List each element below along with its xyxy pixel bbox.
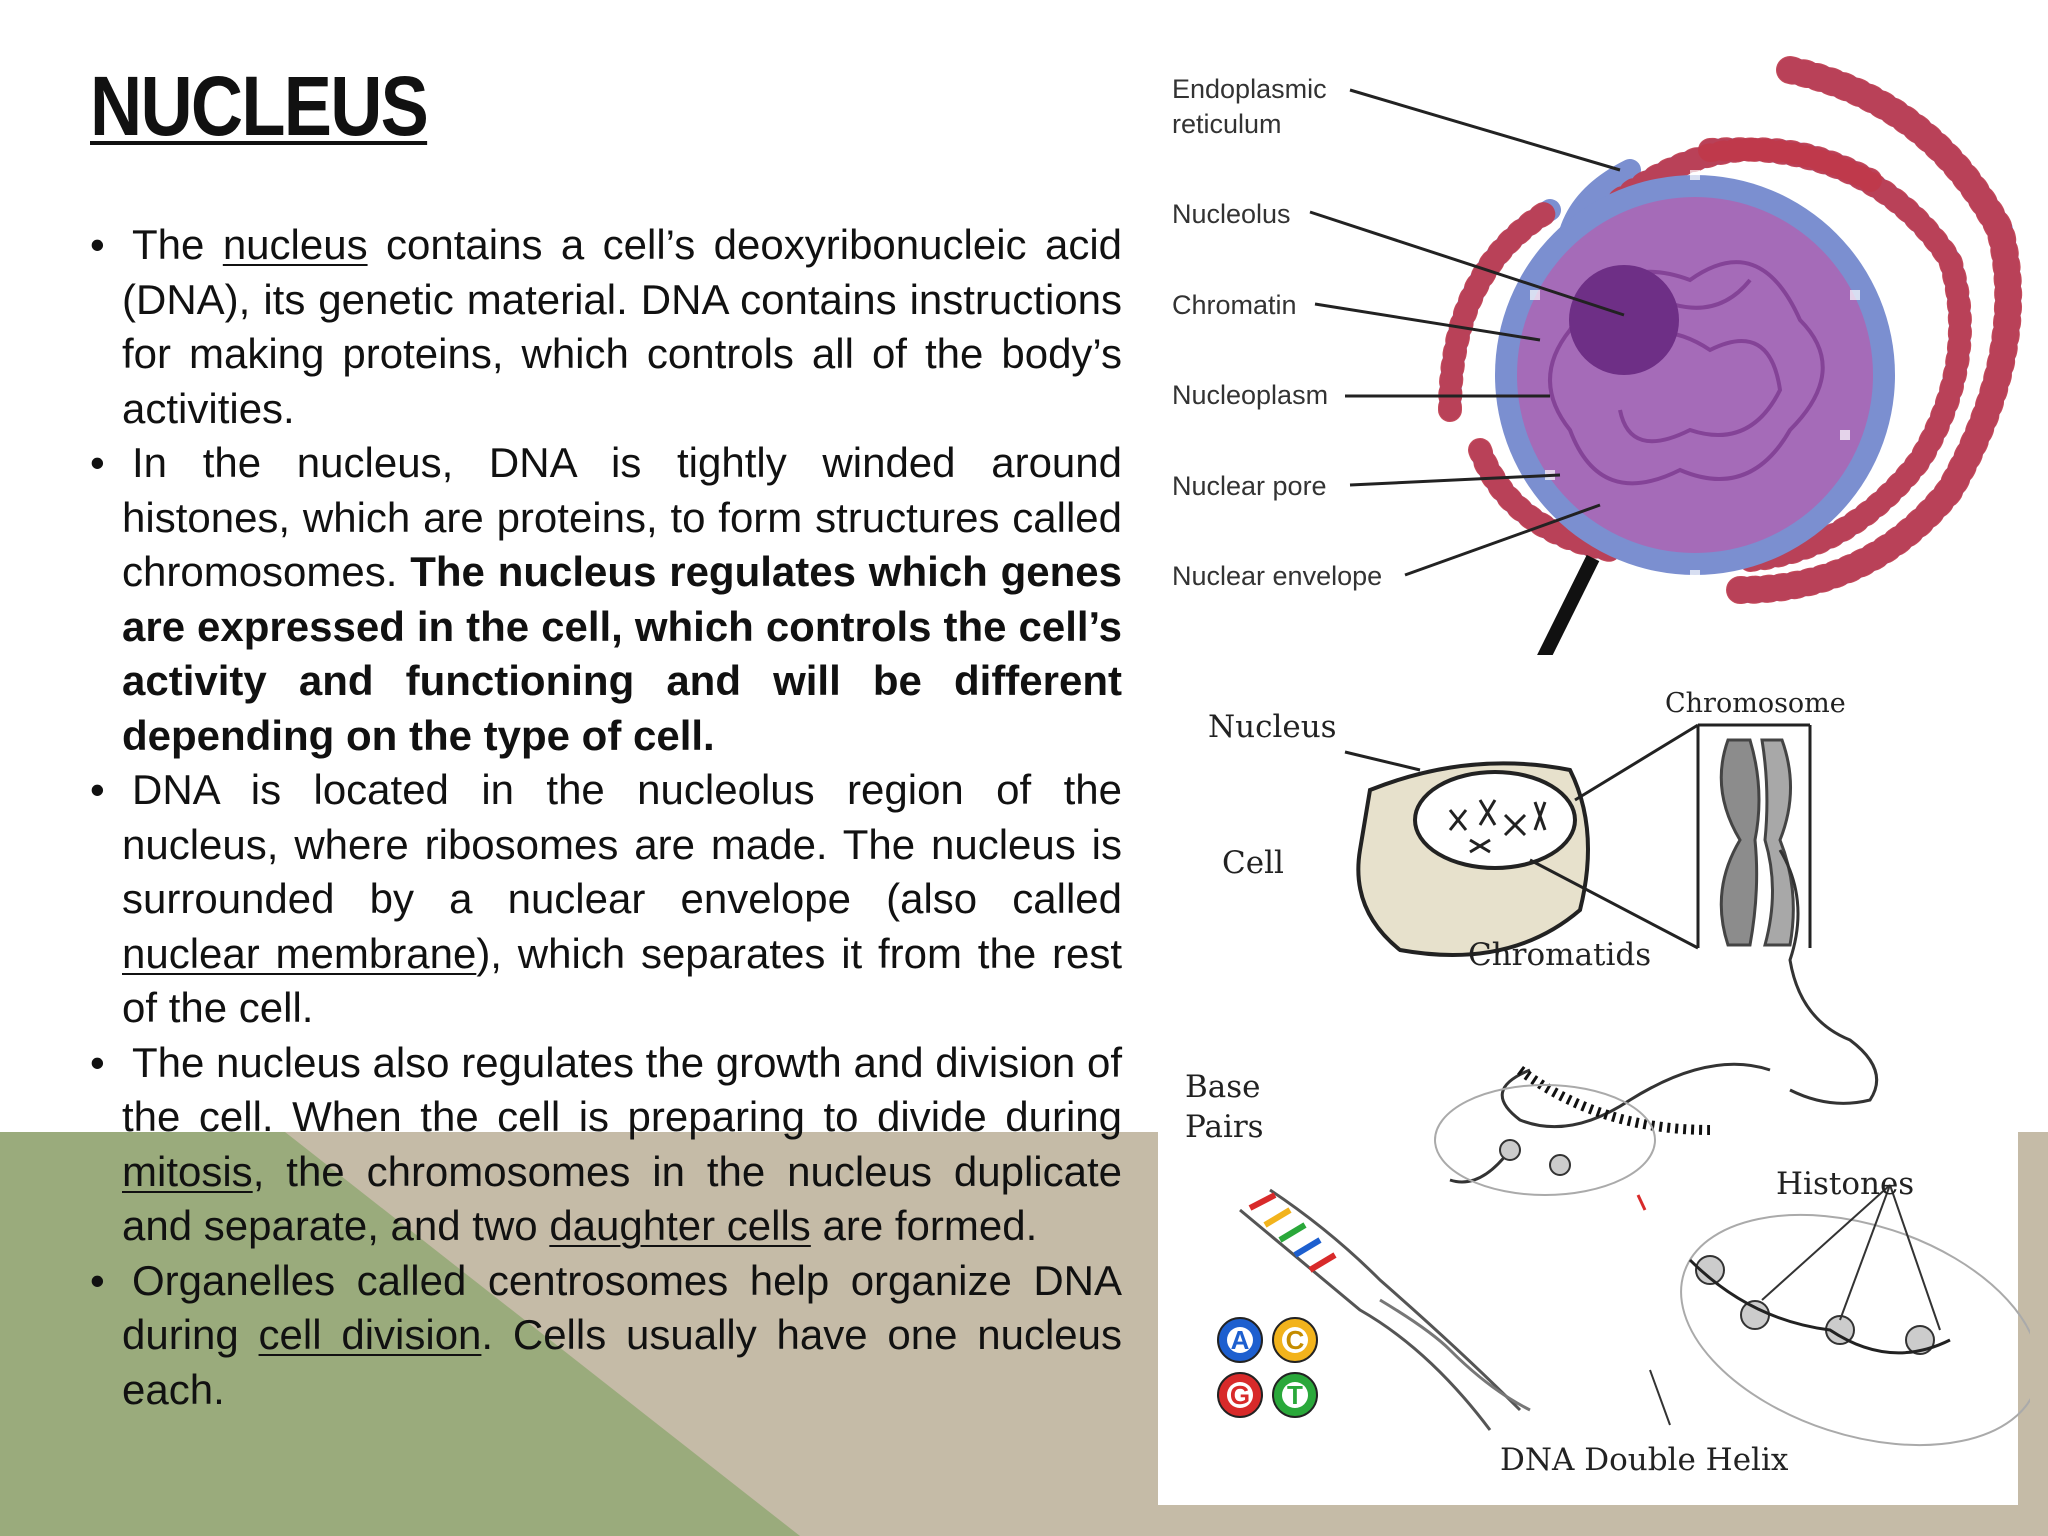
chromosome-shape [1719,738,1795,947]
label-nucleolus: Nucleolus [1172,199,1291,229]
label-histones: Histones [1776,1166,1914,1202]
nucleus-figure: Endoplasmic reticulum Nucleolus Chromati… [1158,56,2030,1505]
chromosome-diagram [1239,723,2030,1447]
diagram-leader-lines [1309,88,1625,577]
base-t-label: T [1287,1380,1303,1410]
solenoid-shape [1517,1065,1711,1135]
link-term-mitosis[interactable]: mitosis [122,1147,253,1195]
bullet-item: Organelles called centrosomes help organ… [90,1254,1122,1418]
bullet-item: The nucleus contains a cell’s deoxyribon… [90,218,1122,436]
endoplasmic-reticulum-shape [1438,56,2023,604]
label-chromosome: Chromosome [1665,688,1846,719]
bullet-item: The nucleus also regulates the growth an… [90,1036,1122,1254]
bullet-text: ), which separates it from the rest of t… [122,929,1122,1032]
bullet-item: DNA is located in the nucleolus region o… [90,763,1122,1036]
base-a-label: A [1231,1325,1250,1355]
histone-beads [1499,1139,1935,1355]
bullet-text: DNA is located in the nucleolus region o… [122,766,1122,922]
bullet-item: In the nucleus, DNA is tightly winded ar… [90,436,1122,763]
cell-nucleus-shape [1413,770,1577,870]
bullet-text: contains a cell’s deoxyribonucleic acid … [122,221,1123,432]
nucleosome-zone [1434,1084,1656,1196]
label-er-line1: Endoplasmic [1172,74,1327,104]
nucleus-diagram [1438,56,2023,604]
base-g-label: G [1230,1380,1250,1410]
slide-title: NUCLEUS [90,59,429,153]
label-nucleoplasm: Nucleoplasm [1172,380,1328,410]
link-term-nucleus[interactable]: nucleus [222,221,368,268]
bullet-text: . Cells usually have one nucleus each. [122,1311,1122,1413]
bullet-text: Organelles called centrosomes help organ… [122,1256,1122,1359]
bullet-bold-text: The nucleus regulates which genes are ex… [122,548,1122,759]
nucleoplasm-shape [1517,197,1873,553]
label-base-pairs-line2: Pairs [1185,1109,1264,1145]
histone-zoom-zone [1680,1213,2030,1447]
bullet-list: The nucleus contains a cell’s deoxyribon… [90,218,1122,1417]
label-chromatids: Chromatids [1468,937,1651,973]
dna-helix-shape [1239,1188,1531,1431]
bullet-text: , the chromosomes in the nucleus duplica… [122,1147,1122,1250]
link-term-nuclear-membrane[interactable]: nuclear membrane [122,929,477,977]
label-er-line2: reticulum [1172,109,1282,139]
label-nuclear-pore: Nuclear pore [1172,471,1327,501]
mini-chromosomes [1448,799,1547,854]
label-base-pairs-line1: Base [1185,1069,1261,1105]
label-cell: Cell [1222,845,1284,881]
bullet-text: The nucleus also regulates the growth an… [122,1038,1122,1141]
base-badges: A C G T [1217,1317,1318,1418]
label-nucleus: Nucleus [1208,709,1337,745]
link-term-daughter-cells[interactable]: daughter cells [549,1202,811,1249]
label-nuclear-envelope: Nuclear envelope [1172,561,1382,591]
link-term-cell-division[interactable]: cell division [258,1311,482,1358]
chromosome-panel [1158,655,2018,1505]
base-c-label: C [1286,1325,1305,1355]
label-dna-double-helix: DNA Double Helix [1500,1442,1789,1478]
bullet-text: are formed. [810,1202,1038,1249]
label-chromatin: Chromatin [1172,290,1297,320]
bullet-text: In the nucleus, DNA is tightly winded ar… [122,439,1122,595]
nucleolus-shape [1569,265,1679,375]
bullet-text: The [132,221,223,268]
